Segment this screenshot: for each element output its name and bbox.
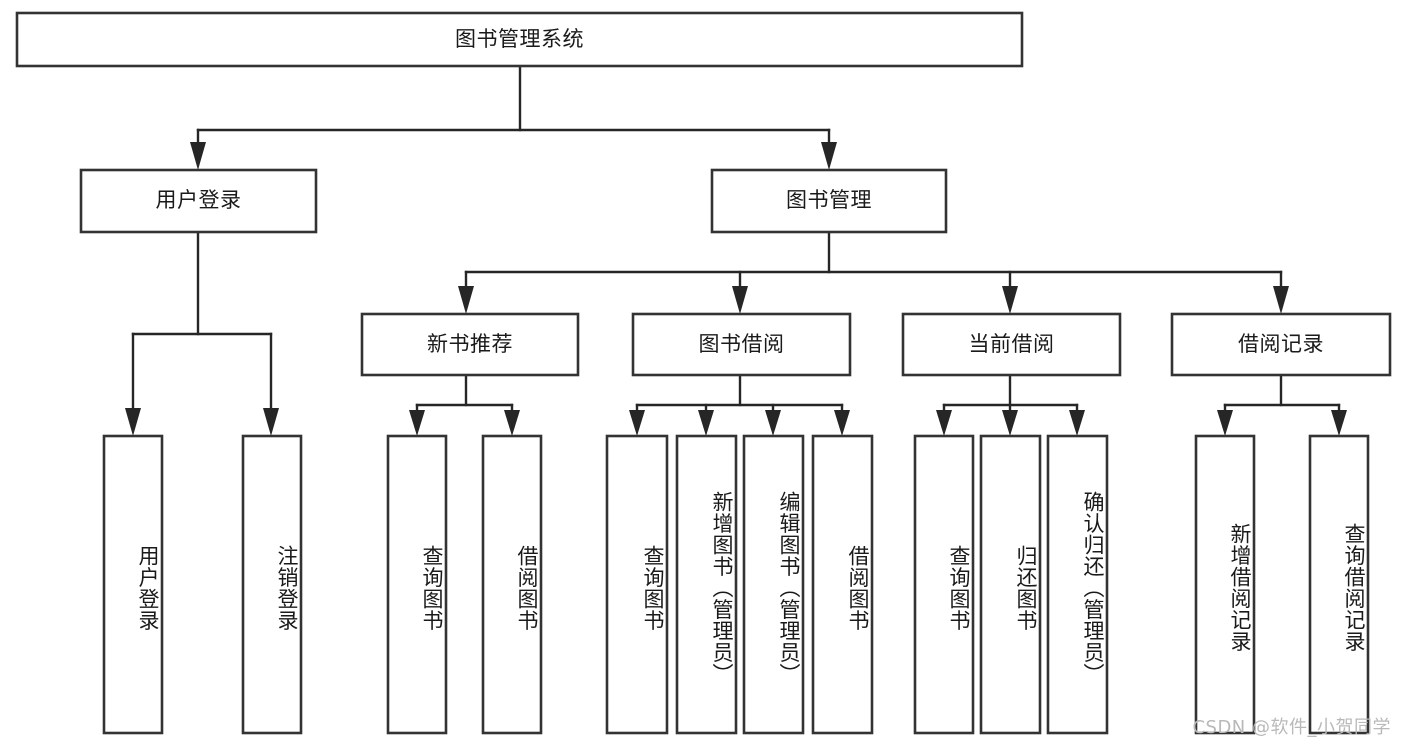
arrow-head-leaf-confirm-return bbox=[1069, 410, 1085, 436]
node-box-new-book-rec[interactable] bbox=[360, 312, 580, 377]
connector-group-new-book-rec bbox=[409, 373, 520, 436]
connector-group-current-borrow bbox=[936, 373, 1085, 436]
node-box-leaf-query-book-1[interactable] bbox=[386, 434, 448, 735]
node-box-leaf-confirm-return[interactable] bbox=[1046, 434, 1109, 735]
node-box-borrow-record[interactable] bbox=[1170, 312, 1392, 377]
arrow-head-new-book-rec bbox=[458, 286, 474, 314]
arrow-head-leaf-user-login bbox=[125, 408, 141, 436]
node-box-book-manage[interactable] bbox=[710, 168, 948, 234]
connector-group-book-manage bbox=[458, 230, 1289, 314]
arrow-head-leaf-borrow-book-1 bbox=[504, 410, 520, 436]
node-box-leaf-user-login[interactable] bbox=[102, 434, 164, 735]
node-box-leaf-logout[interactable] bbox=[241, 434, 303, 735]
arrow-head-leaf-query-record bbox=[1331, 410, 1347, 436]
arrow-head-leaf-add-record bbox=[1217, 410, 1233, 436]
node-box-user-login[interactable] bbox=[79, 168, 318, 234]
arrow-head-leaf-logout bbox=[263, 408, 279, 436]
arrow-head-leaf-query-book-1 bbox=[409, 410, 425, 436]
arrow-head-leaf-query-book-3 bbox=[936, 410, 952, 436]
arrow-head-leaf-add-book bbox=[698, 410, 714, 436]
arrow-head-user-login bbox=[190, 142, 206, 170]
node-box-leaf-query-book-2[interactable] bbox=[605, 434, 669, 735]
node-box-root[interactable] bbox=[15, 11, 1024, 68]
connector-group-user-login bbox=[125, 230, 279, 436]
node-box-leaf-return-book[interactable] bbox=[979, 434, 1042, 735]
node-box-leaf-borrow-book-1[interactable] bbox=[481, 434, 543, 735]
arrow-head-leaf-edit-book bbox=[765, 410, 781, 436]
connector-group-book-borrow bbox=[629, 373, 850, 436]
connector-group-root bbox=[190, 64, 837, 170]
node-box-leaf-add-record[interactable] bbox=[1194, 434, 1256, 735]
node-box-leaf-query-book-3[interactable] bbox=[913, 434, 975, 735]
arrow-head-current-borrow bbox=[1002, 286, 1018, 314]
node-box-book-borrow[interactable] bbox=[631, 312, 852, 377]
arrow-head-leaf-return-book bbox=[1002, 410, 1018, 436]
node-box-current-borrow[interactable] bbox=[901, 312, 1122, 377]
arrow-head-leaf-query-book-2 bbox=[629, 410, 645, 436]
node-box-leaf-add-book[interactable] bbox=[675, 434, 738, 735]
node-box-leaf-edit-book[interactable] bbox=[742, 434, 805, 735]
arrow-head-leaf-borrow-book-2 bbox=[834, 410, 850, 436]
connector-group-borrow-record bbox=[1217, 373, 1347, 436]
node-box-leaf-query-record[interactable] bbox=[1308, 434, 1370, 735]
arrow-head-book-manage bbox=[821, 142, 837, 170]
arrow-head-book-borrow bbox=[732, 286, 748, 314]
arrow-head-borrow-record bbox=[1273, 286, 1289, 314]
watermark-text: CSDN @软件_小贺同学 bbox=[1192, 717, 1391, 738]
node-box-leaf-borrow-book-2[interactable] bbox=[811, 434, 874, 735]
